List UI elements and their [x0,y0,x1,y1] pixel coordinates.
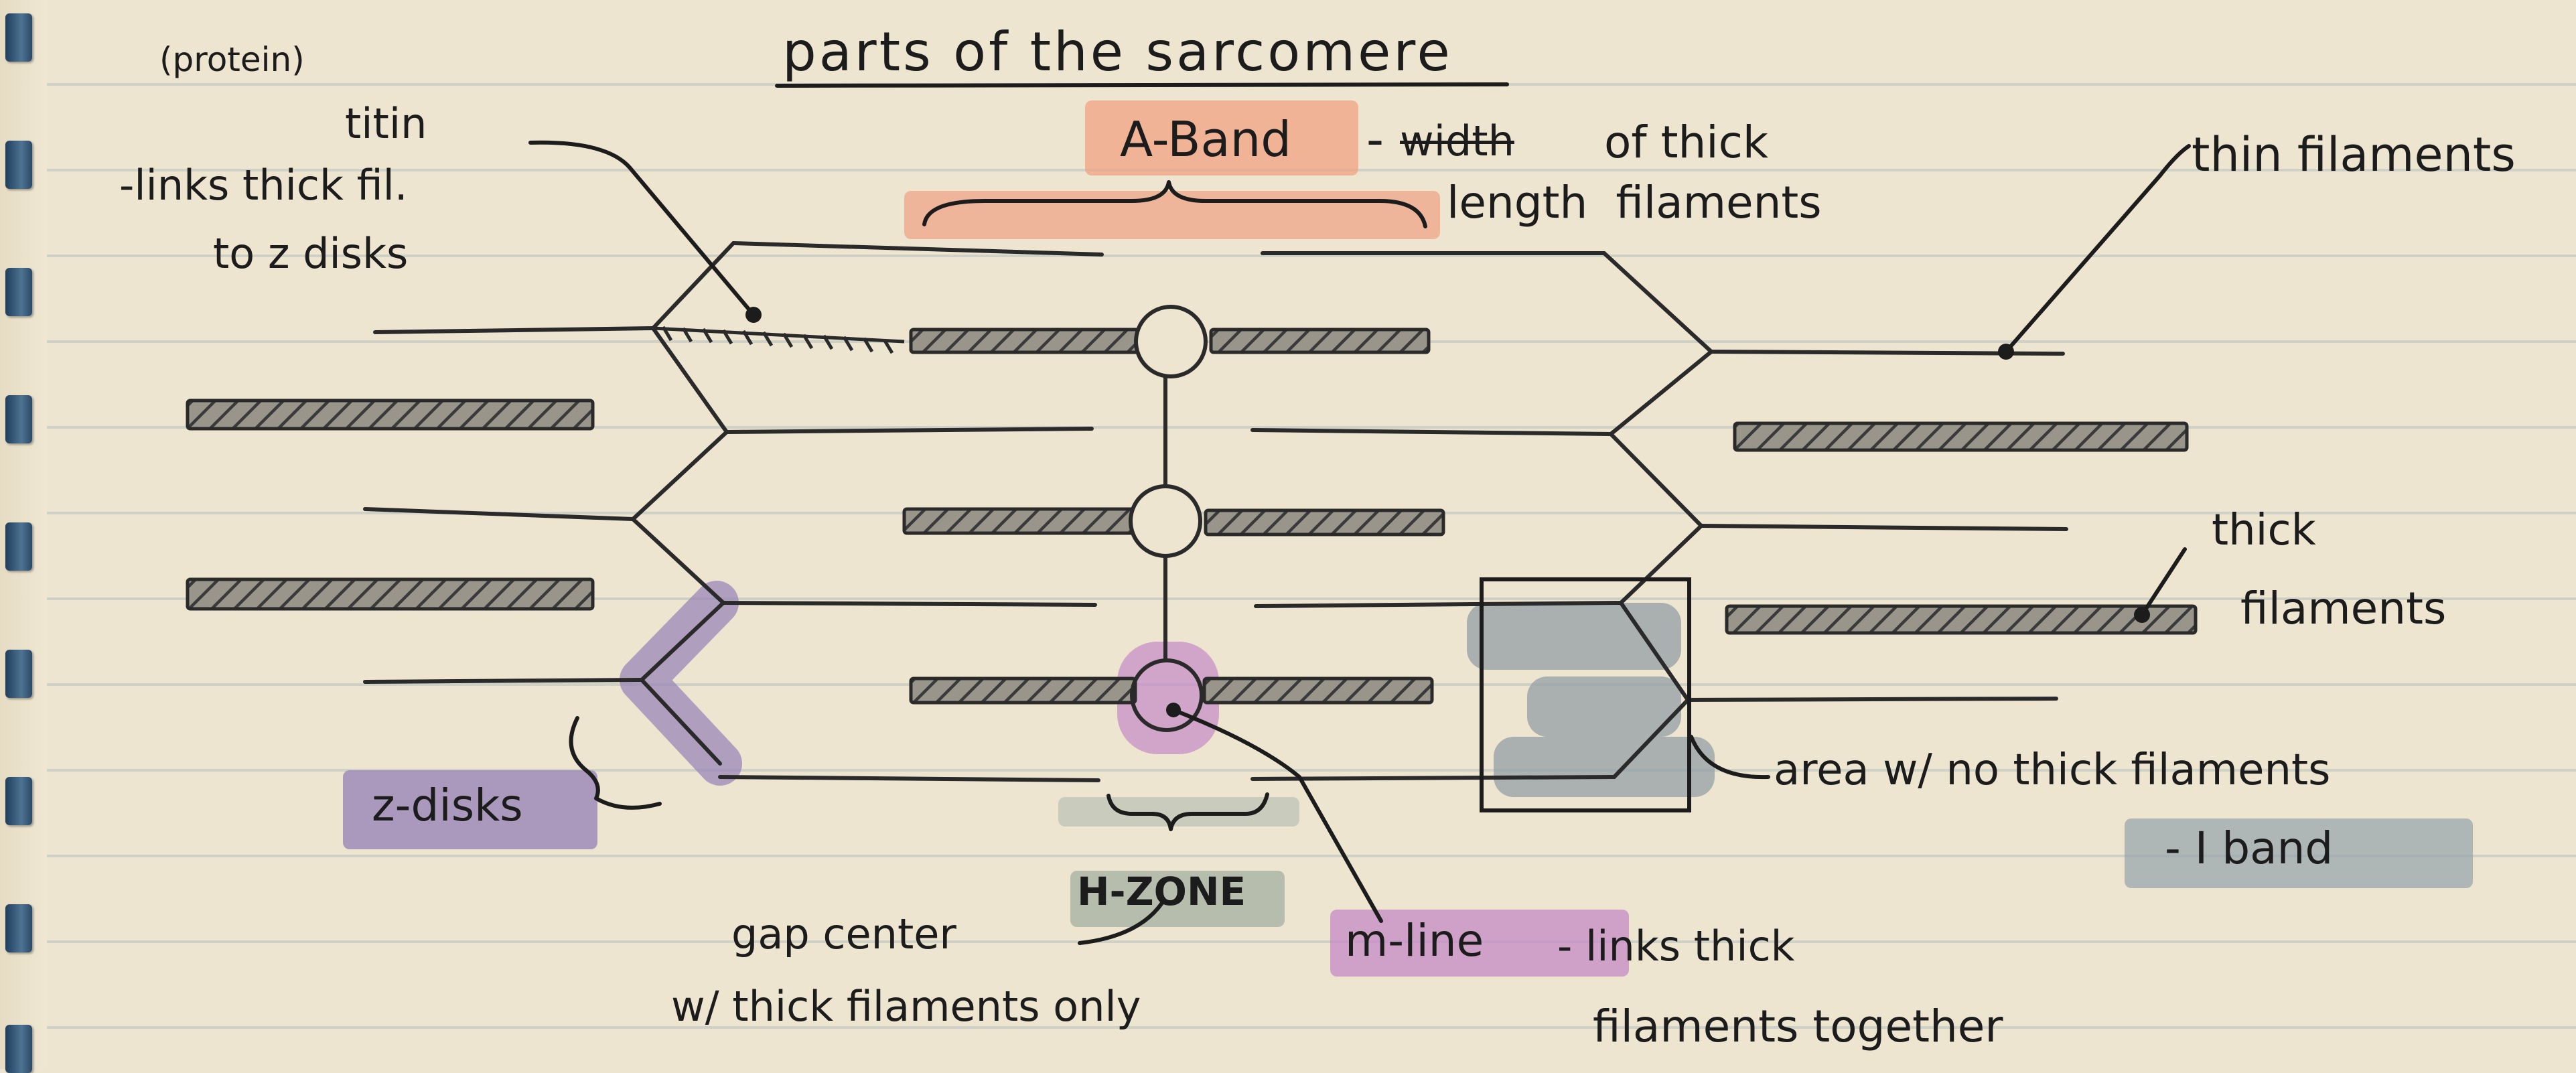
binding-ring [5,522,32,571]
page-title: parts of the sarcomere [782,21,1453,83]
m-line-leader [1171,708,1383,923]
i-band-box [1480,577,1691,812]
titin-description-line1: -links thick fil. [119,161,408,210]
h-zone-description-line1: gap center [731,910,956,958]
thin-filament [373,326,655,334]
a-band-highlight [1085,100,1358,175]
thick-filament [1209,328,1431,354]
titin-hatch [652,326,905,354]
a-band-description-line2: length filaments [1447,177,1822,228]
binding-ring [5,141,32,189]
thin-filament [1699,524,2068,531]
protein-note: (protein) [159,40,305,79]
thick-filament [1202,676,1434,705]
m-line-circle [1130,658,1204,732]
title-underline [775,82,1509,88]
z-disks-highlight [343,770,597,849]
i-band-leader [1689,735,1770,780]
thick-filament-dot [2134,607,2150,623]
h-zone-description-line2: w/ thick filaments only [671,982,1141,1031]
thin-filament [721,601,1097,607]
thin-filament-dot [1998,344,2014,360]
binding-ring [5,904,32,952]
thin-filaments-label: thin filaments [2192,127,2516,182]
binding-ring [5,1025,32,1073]
thin-filament [1250,775,1616,781]
z-disk-left [631,241,735,766]
thick-filaments-label-line2: filaments [2240,583,2447,634]
thin-filaments-leader [2004,144,2191,354]
binding-ring [5,650,32,698]
i-band-highlight [2125,818,2473,888]
a-band-label: A-Band [1120,111,1291,167]
titin-dot [745,307,762,323]
thick-filament [186,577,595,611]
thin-filament [1250,428,1613,436]
m-line-description-line1: - links thick [1557,922,1795,971]
thick-filaments-label-line1: thick [2212,506,2316,555]
binding-ring [5,777,32,825]
thick-filament [902,507,1141,535]
titin-description-line2: to z disks [213,229,409,278]
i-band-label: - I band [2165,822,2334,874]
titin-leader [528,140,756,317]
m-line-circle [1134,305,1208,378]
thin-filament [1254,601,1623,608]
thick-filaments-leader [2140,547,2187,617]
h-zone-brace [1106,792,1269,831]
thick-filament [1733,421,2189,452]
h-zone-leader [1078,901,1164,945]
a-band-description-line1: of thick [1604,117,1769,168]
titin-label: titin [345,99,427,148]
m-line-description-line2: filaments together [1593,1001,2003,1052]
z-disks-label: z-disks [372,780,523,831]
thick-filament [909,676,1137,705]
spiral-binding [0,0,47,1073]
a-band-brace [922,180,1427,228]
binding-ring [5,13,32,62]
binding-ring [5,395,32,443]
i-band-box-highlight [1467,603,1715,797]
i-band-description: area w/ no thick filaments [1774,745,2331,795]
thick-filament [186,399,595,431]
thin-filament [363,678,644,684]
thin-filament [363,507,635,521]
m-line-circle [1129,484,1202,558]
z-disks-bracket [569,716,662,810]
thin-filament [725,427,1094,434]
thick-filament [1204,508,1445,536]
thick-filament [909,328,1141,354]
h-zone-label: H-ZONE [1077,869,1246,914]
thick-filament [1725,604,2198,635]
thin-filament [1686,697,2058,702]
thin-filament [731,241,1104,257]
a-band-dash: - [1366,111,1384,167]
m-line-label: m-line [1345,915,1484,967]
a-band-struck-word: width [1400,117,1514,165]
h-zone-highlight [1070,871,1285,927]
z-disk-highlight-stroke [620,581,742,786]
binding-ring [5,268,32,316]
thin-filament [718,775,1100,782]
